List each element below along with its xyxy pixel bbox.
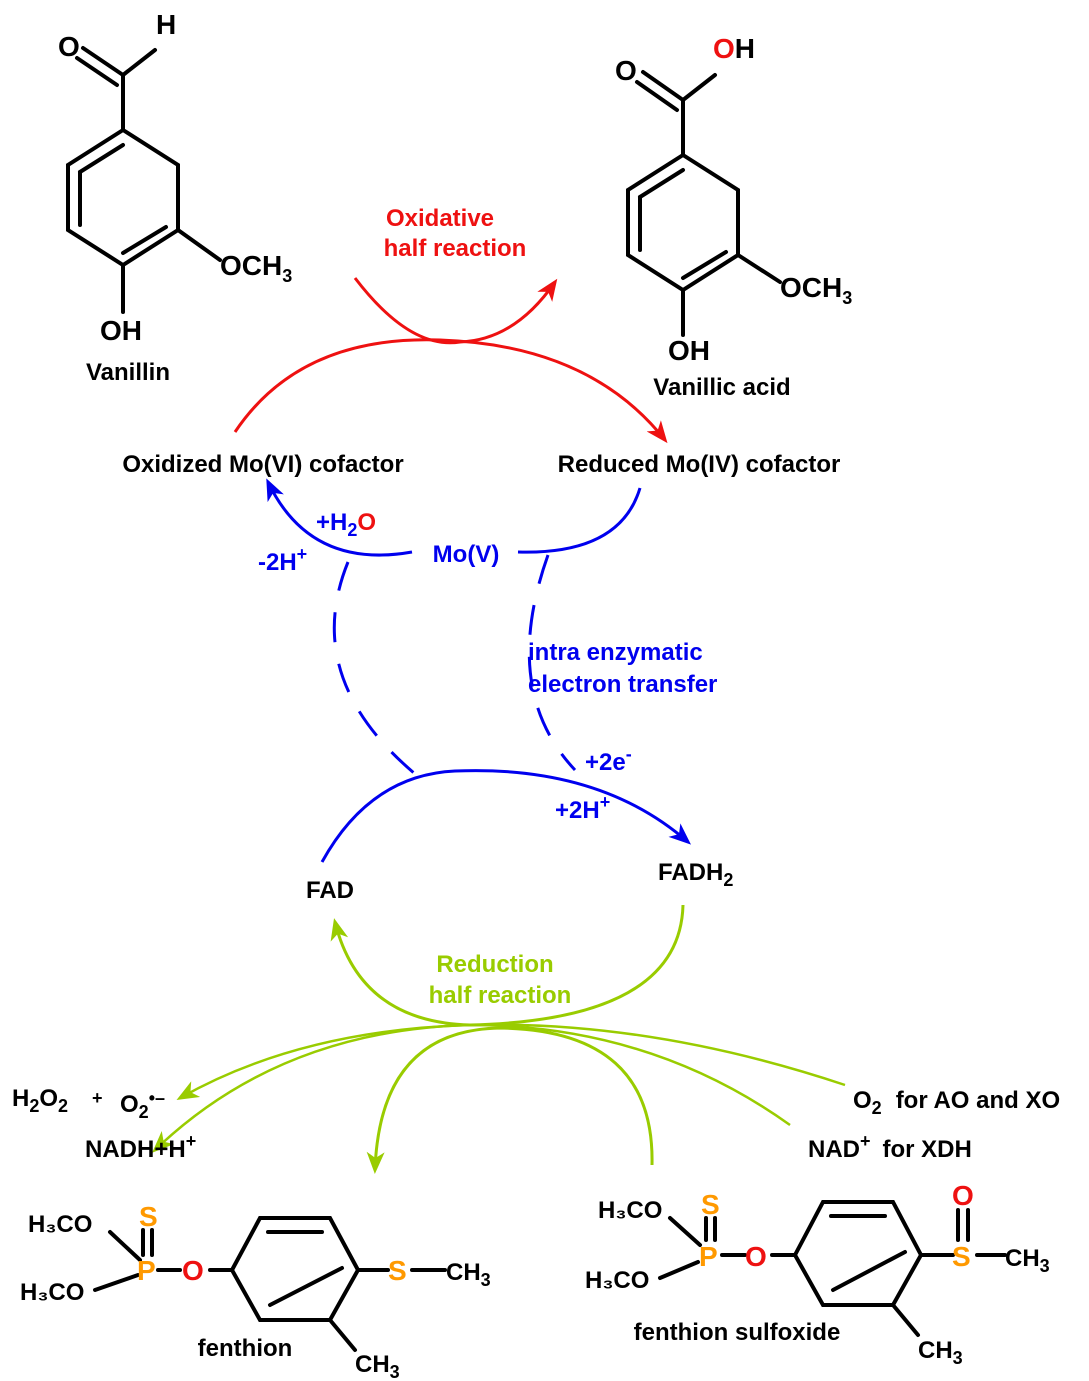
oxidative-substrate-arrow [353, 277, 558, 345]
vanillic-acid-bonds [626, 70, 782, 337]
o2-to-superoxide-arrow [176, 1023, 846, 1100]
fenthion-sulfoxide-name: fenthion sulfoxide [634, 1319, 841, 1346]
fenthion-thio-ch3: CH3 [446, 1259, 491, 1290]
fenthion-thio-s: S [388, 1255, 407, 1286]
fenthion-sulfoxide-to-fenthion-arrow [366, 1026, 654, 1174]
fadh2-label: FADH2 [658, 859, 733, 890]
fenthion-p: P [137, 1255, 156, 1286]
fenthion-ring-ch3: CH3 [355, 1351, 400, 1381]
reduction-label-line1: Reduction [436, 951, 553, 978]
fenthion-sulfoxide-s-double: S [701, 1189, 720, 1220]
fenthion-sulfoxide-p: P [699, 1241, 718, 1272]
mo4-cofactor-label: Reduced Mo(IV) cofactor [558, 451, 841, 478]
mo5-arrows [266, 478, 692, 863]
vanillic-acid-hydroxy: OH [668, 335, 710, 366]
oxidative-cofactor-arrow [233, 338, 668, 444]
plus-2h-label: +2H+ [555, 792, 610, 824]
nad-to-nadh-arrow [152, 1023, 791, 1153]
vanillin-aldehyde-o: O [58, 31, 80, 62]
superoxide-label: O2•– [120, 1088, 165, 1122]
dashed-right-electron-path [527, 554, 577, 772]
fenthion-name: fenthion [198, 1335, 293, 1362]
reduction-half-arrows: Reduction half reaction [152, 904, 846, 1174]
vanillic-acid-acid-oh: OH [713, 33, 755, 64]
fad-to-fadh2-arrow [320, 769, 692, 863]
fenthion-structure: S P O H₃CO H₃CO S CH3 CH3 fenthion [20, 1201, 491, 1381]
fenthion-sulfoxide-structure: S P O H₃CO H₃CO S O CH3 CH3 fenthion sul… [585, 1180, 1050, 1368]
mo5-label: Mo(V) [433, 541, 500, 568]
plus-2e-label: +2e- [585, 744, 632, 776]
mo6-cofactor-label: Oxidized Mo(VI) cofactor [122, 451, 403, 478]
vanillin-structure: O H OCH3 OH Vanillin [58, 9, 292, 386]
vanillin-aldehyde-h: H [156, 9, 176, 40]
fenthion-sulfoxide-ester-o: O [745, 1241, 767, 1272]
vanillin-methoxy: OCH3 [220, 250, 292, 286]
fenthion-sulfoxide-ring-ch3: CH3 [918, 1337, 963, 1368]
fenthion-methoxy-top: H₃CO [28, 1211, 92, 1238]
oxidative-label-line2: half reaction [384, 235, 527, 262]
vanillin-bonds [66, 46, 222, 314]
fenthion-ester-o: O [182, 1255, 204, 1286]
intra-label-line2: electron transfer [528, 671, 717, 698]
fenthion-sulfoxide-s: S [952, 1241, 971, 1272]
vanillic-acid-name: Vanillic acid [653, 374, 790, 401]
vanillin-name: Vanillin [86, 359, 170, 386]
fenthion-sulfoxide-o: O [952, 1180, 974, 1211]
fenthion-sulfoxide-methoxy-bottom: H₃CO [585, 1267, 649, 1294]
dashed-left-electron-path [332, 561, 421, 780]
minus-2h-label: -2H+ [258, 544, 307, 576]
vanillic-acid-methoxy: OCH3 [780, 272, 852, 308]
mo4-to-mo5-arc [517, 487, 642, 554]
mo5-to-mo6-arrow [266, 478, 413, 557]
h2o2-label: H2O2 [12, 1085, 68, 1116]
vanillic-acid-structure: O OH OCH3 OH Vanillic acid [615, 33, 852, 401]
h2o-label: +H2O [316, 509, 376, 540]
oxidative-label-line1: Oxidative [386, 205, 494, 232]
fenthion-sulfoxide-methoxy-top: H₃CO [598, 1197, 662, 1224]
vanillic-acid-carbonyl-o: O [615, 55, 637, 86]
oxidative-half-arrows: Oxidative half reaction [233, 205, 668, 444]
fenthion-sulfoxide-ch3: CH3 [1005, 1245, 1050, 1276]
plus-sign: + [92, 1088, 103, 1108]
nad-label: NAD+for XDH [808, 1131, 972, 1163]
intra-label-line1: intra enzymatic [528, 639, 703, 666]
fad-label: FAD [306, 877, 354, 904]
fenthion-bonds [93, 1216, 447, 1352]
fenthion-sulfoxide-bonds [658, 1200, 1007, 1337]
nadh-label: NADH+H+ [85, 1131, 196, 1163]
fenthion-s-double: S [139, 1201, 158, 1232]
fenthion-methoxy-bottom: H₃CO [20, 1279, 84, 1306]
reduction-label-line2: half reaction [429, 982, 572, 1009]
vanillin-hydroxy: OH [100, 315, 142, 346]
